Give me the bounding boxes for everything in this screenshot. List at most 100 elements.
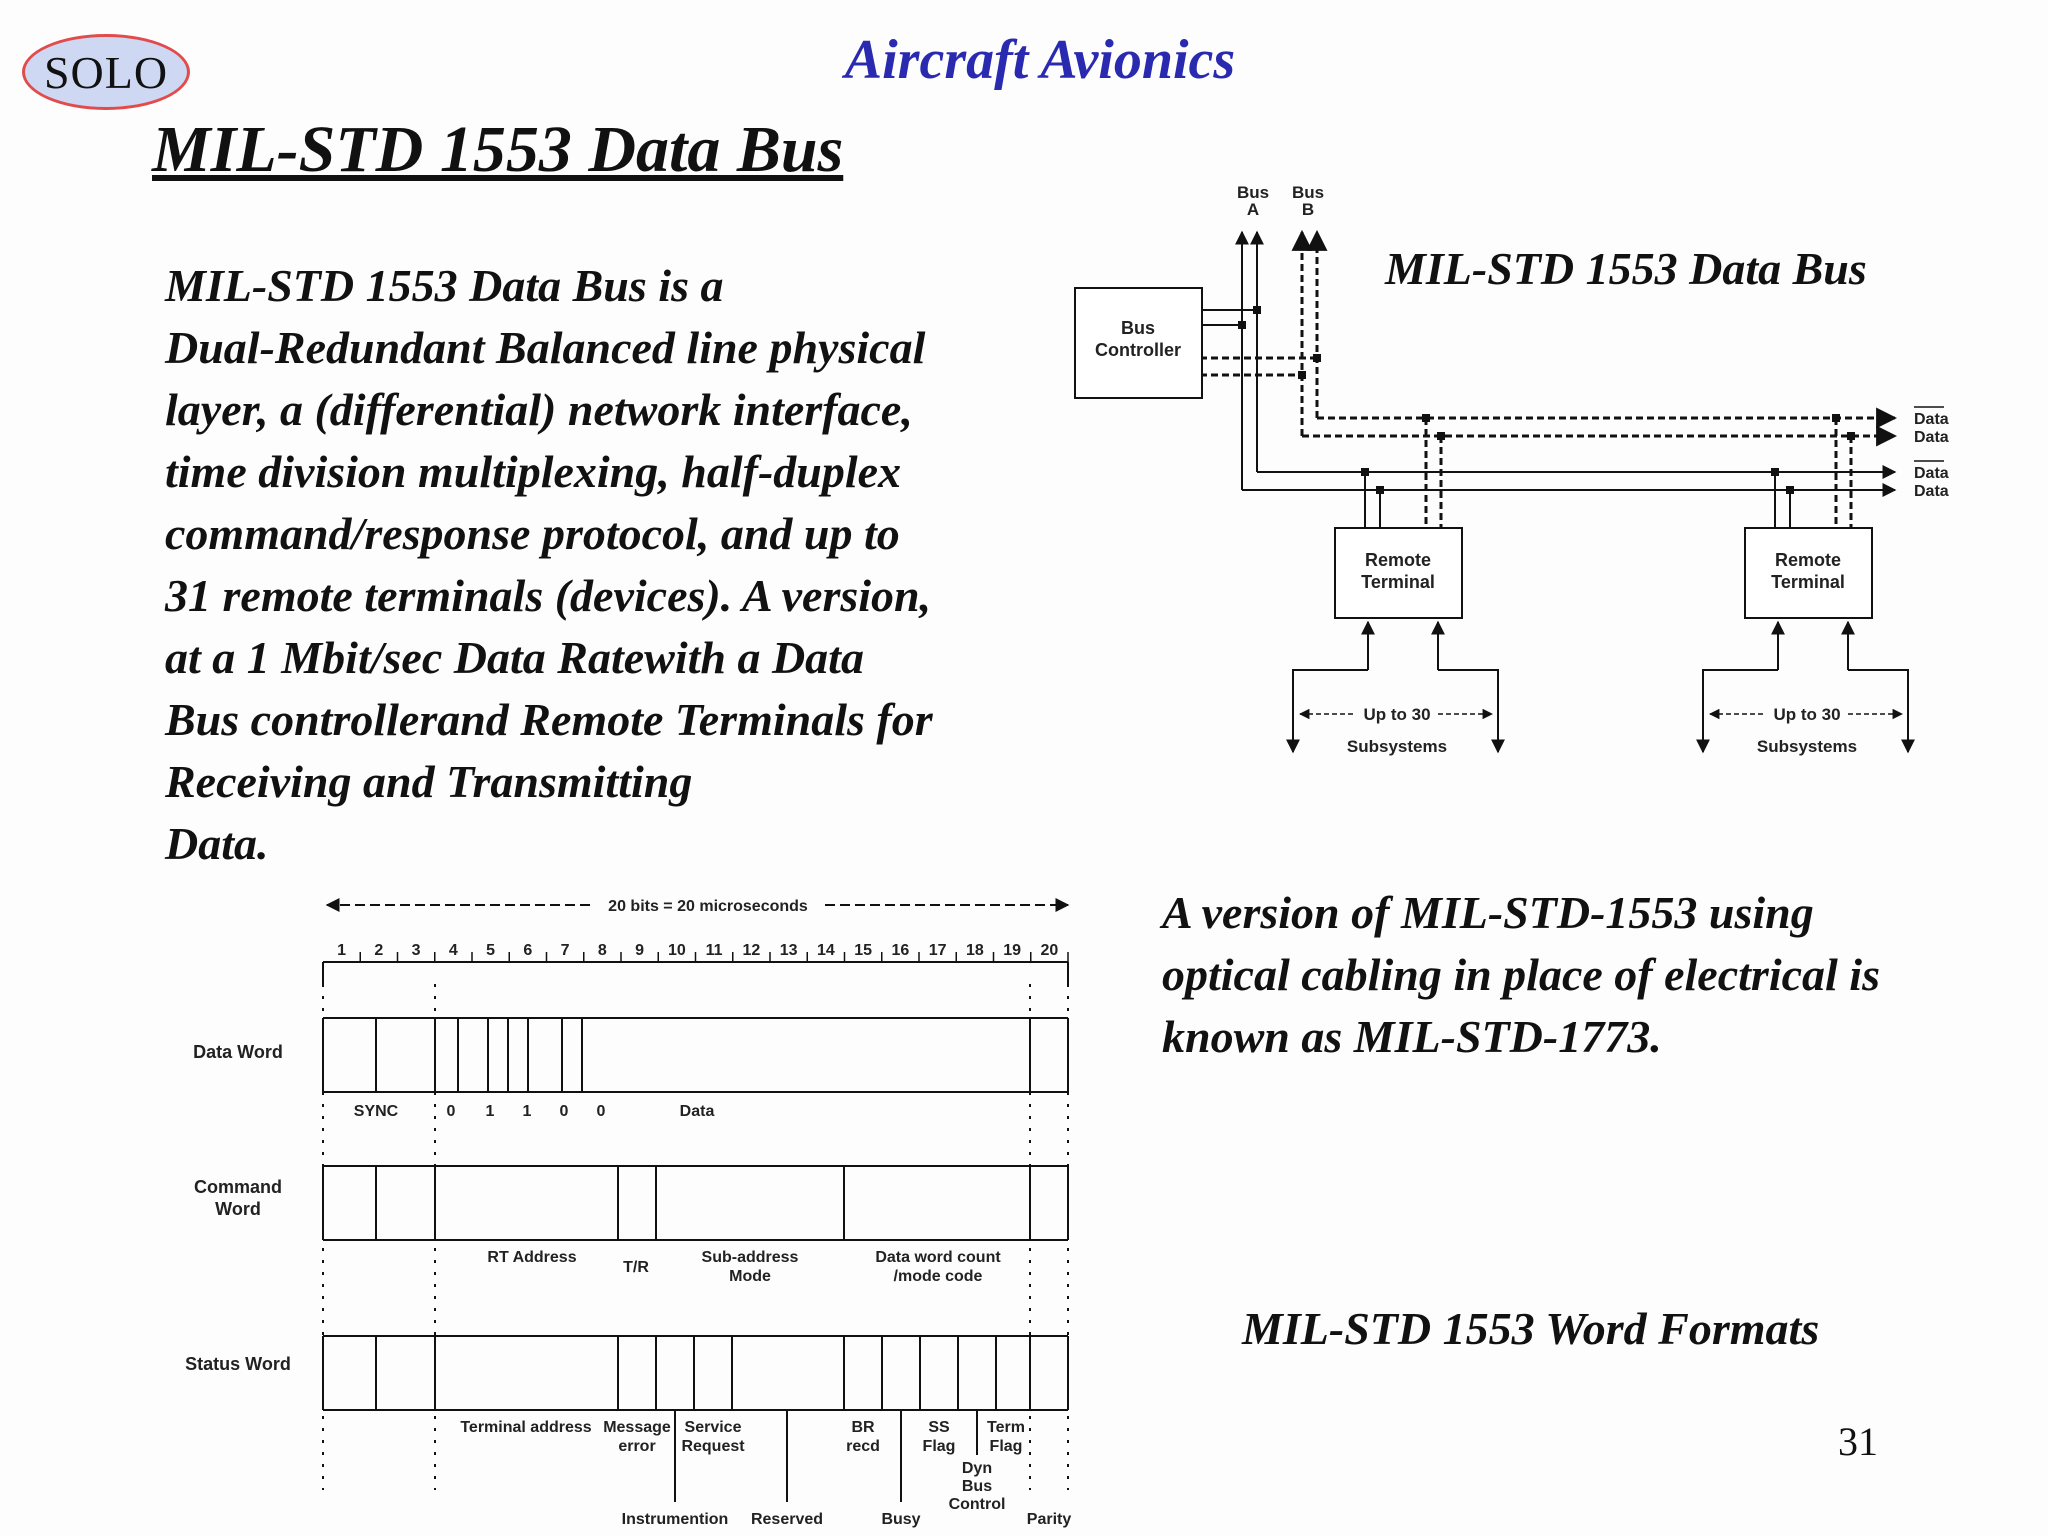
bit-label: 10	[668, 942, 686, 959]
svg-text:0: 0	[560, 1103, 569, 1120]
bit-label: 15	[854, 942, 872, 959]
svg-text:Data: Data	[1914, 483, 1949, 500]
paragraph-line: at a 1 Mbit/sec Data Ratewith a Data	[165, 632, 864, 683]
svg-text:B: B	[1302, 200, 1314, 219]
svg-text:Bus: Bus	[1292, 183, 1324, 202]
bit-label: 1	[337, 942, 346, 959]
svg-text:Flag: Flag	[990, 1438, 1023, 1455]
slide-title: MIL-STD 1553 Data Bus	[152, 113, 844, 186]
svg-text:Controller: Controller	[1095, 340, 1181, 360]
paragraph-line: layer, a (differential) network interfac…	[165, 384, 913, 435]
bit-label: 9	[635, 942, 644, 959]
svg-text:Up to 30: Up to 30	[1773, 705, 1840, 724]
solo-badge: SOLO	[22, 34, 190, 110]
svg-text:Terminal: Terminal	[1771, 572, 1845, 592]
bit-label: 19	[1003, 942, 1021, 959]
svg-text:Data word count: Data word count	[875, 1249, 1001, 1266]
status-word-row	[322, 1335, 1069, 1502]
svg-text:0: 0	[447, 1103, 456, 1120]
svg-text:Data: Data	[680, 1103, 715, 1120]
svg-text:recd: recd	[846, 1438, 880, 1455]
svg-text:Bus: Bus	[1237, 183, 1269, 202]
remote-terminal-1: Remote Terminal Up to 30 Subsystems	[1286, 418, 1505, 756]
svg-text:error: error	[618, 1438, 655, 1455]
bit-label: 14	[817, 942, 835, 959]
bus-diagram: Bus A Bus B Data	[1074, 183, 1949, 756]
bit-label: 18	[966, 942, 984, 959]
bit-label: 6	[523, 942, 532, 959]
svg-text:Message: Message	[603, 1419, 671, 1436]
row-label-data-word: Data Word	[193, 1042, 283, 1062]
svg-text:Dyn: Dyn	[962, 1460, 992, 1477]
bus-b-label: Bus B	[1292, 183, 1324, 219]
svg-text:Reserved: Reserved	[751, 1511, 823, 1528]
mil1773-note: A version of MIL-STD-1553 using optical …	[1162, 882, 2022, 1068]
bit-label: 5	[486, 942, 495, 959]
command-word-fields: RT Address T/R Sub-address Mode Data wor…	[487, 1249, 1001, 1285]
bit-label: 4	[449, 942, 458, 959]
svg-text:Up to 30: Up to 30	[1363, 705, 1430, 724]
svg-text:SYNC: SYNC	[354, 1103, 399, 1120]
data-word-fields: SYNC 0 1 1 0 0 Data	[354, 1103, 715, 1120]
svg-text:1: 1	[523, 1103, 532, 1120]
svg-text:Instrumention: Instrumention	[622, 1511, 729, 1528]
bit-ruler	[322, 961, 1069, 984]
svg-text:Command: Command	[194, 1177, 282, 1197]
svg-text:Busy: Busy	[881, 1511, 920, 1528]
bit-label: 8	[598, 942, 607, 959]
bit-label: 17	[929, 942, 947, 959]
word-formats-caption: MIL-STD 1553 Word Formats	[1242, 1303, 1820, 1354]
note-line: known as MIL-STD-1773.	[1162, 1011, 1662, 1062]
command-word-row	[322, 1165, 1069, 1241]
bit-label: 11	[706, 942, 723, 959]
bit-label: 12	[742, 942, 760, 959]
bus-diagram-caption: MIL-STD 1553 Data Bus	[1385, 243, 1867, 294]
data-line-labels: Data Data Data Data	[1914, 406, 1949, 500]
bus-controller-box: Bus Controller	[1074, 287, 1203, 399]
svg-text:Bus: Bus	[1121, 318, 1155, 338]
bit-ticks	[359, 952, 1069, 962]
svg-text:Bus: Bus	[962, 1478, 992, 1495]
data-word-row	[322, 1017, 1069, 1093]
svg-text:1: 1	[486, 1103, 495, 1120]
svg-text:Remote: Remote	[1365, 550, 1431, 570]
svg-text:Service: Service	[685, 1419, 742, 1436]
svg-text:/mode code: /mode code	[894, 1268, 983, 1285]
page-number: 31	[1838, 1419, 1878, 1464]
svg-text:Terminal address: Terminal address	[460, 1419, 591, 1436]
paragraph-line: Bus controllerand Remote Terminals for	[165, 694, 933, 745]
svg-text:SS: SS	[928, 1419, 950, 1436]
svg-text:Parity: Parity	[1027, 1511, 1072, 1528]
svg-text:T/R: T/R	[623, 1259, 649, 1276]
svg-text:BR: BR	[851, 1419, 875, 1436]
svg-text:Word: Word	[215, 1199, 261, 1219]
bit-label: 7	[561, 942, 570, 959]
bit-label: 2	[374, 942, 383, 959]
svg-text:Term: Term	[987, 1419, 1025, 1436]
remote-terminal-2: Remote Terminal Up to 30 Subsystems	[1696, 418, 1915, 756]
svg-text:Flag: Flag	[923, 1438, 956, 1455]
paragraph-line: command/response protocol, and up to	[165, 508, 900, 559]
row-label-status-word: Status Word	[185, 1354, 291, 1374]
svg-text:Subsystems: Subsystems	[1757, 737, 1857, 756]
svg-text:Mode: Mode	[729, 1268, 771, 1285]
header-title: Aircraft Avionics	[844, 29, 1236, 91]
paragraph-line: time division multiplexing, half-duplex	[165, 446, 902, 497]
bit-label: 3	[412, 942, 421, 959]
bus-b-lines	[1200, 229, 1898, 447]
row-label-command-word: Command Word	[194, 1177, 282, 1219]
bit-label: 20	[1040, 942, 1058, 959]
status-word-fields: Terminal address Message error Service R…	[460, 1419, 1071, 1528]
svg-text:Sub-address: Sub-address	[702, 1249, 799, 1266]
span-label: 20 bits = 20 microseconds	[608, 898, 808, 915]
svg-text:Data: Data	[1914, 429, 1949, 446]
paragraph-line: 31 remote terminals (devices). A version…	[165, 570, 932, 621]
bus-a-lines	[1200, 230, 1897, 497]
paragraph-line: Dual-Redundant Balanced line physical	[165, 322, 926, 373]
svg-text:Remote: Remote	[1775, 550, 1841, 570]
svg-text:Control: Control	[949, 1496, 1006, 1513]
svg-text:A: A	[1247, 200, 1259, 219]
paragraph-line: Receiving and Transmitting	[165, 756, 693, 807]
